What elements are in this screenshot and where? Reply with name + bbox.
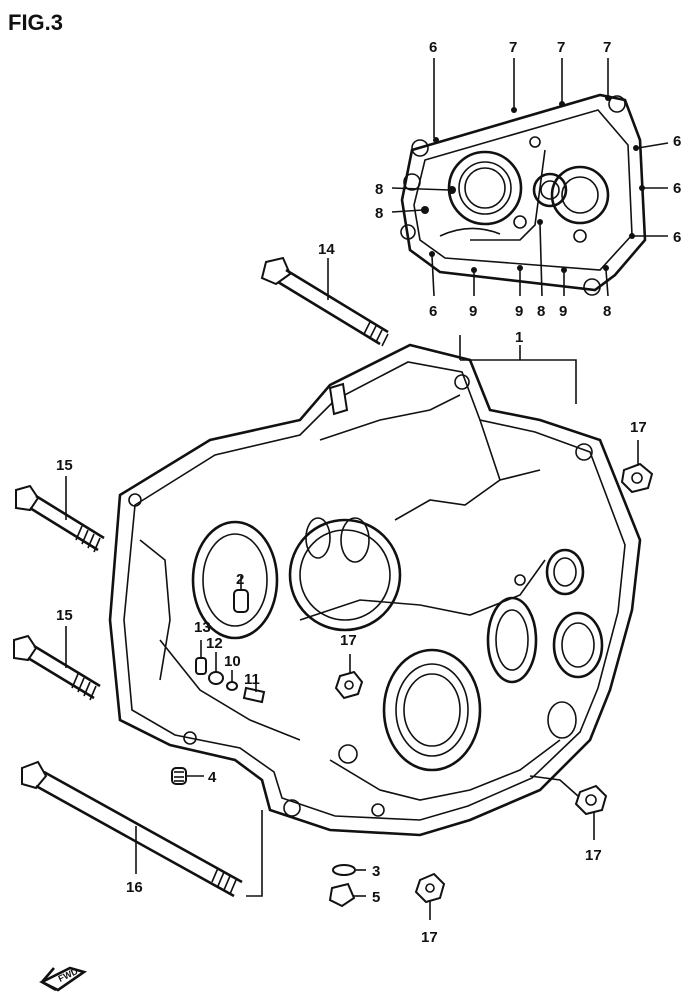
callout-6: 6	[673, 180, 681, 197]
callout-14: 14	[318, 241, 335, 258]
callout-15: 15	[56, 607, 73, 624]
callout-6: 6	[429, 303, 437, 320]
part-1-leader	[459, 335, 577, 404]
callout-17: 17	[421, 929, 438, 946]
callout-9: 9	[469, 303, 477, 320]
small-part-leaders	[215, 652, 233, 682]
callout-17: 17	[630, 419, 647, 436]
callout-9: 9	[515, 303, 523, 320]
callout-3: 3	[372, 863, 380, 880]
nuts-17	[334, 440, 654, 920]
gasket-leader-lines	[391, 58, 669, 297]
callout-9: 9	[559, 303, 567, 320]
long-bolt-16	[21, 760, 263, 898]
stud-bolt-15-upper	[15, 476, 105, 553]
callout-6: 6	[673, 133, 681, 150]
callout-7: 7	[603, 39, 611, 56]
callout-8: 8	[537, 303, 545, 320]
callout-6: 6	[673, 229, 681, 246]
callout-17: 17	[340, 632, 357, 649]
small-parts	[171, 576, 366, 908]
callout-5: 5	[372, 889, 380, 906]
figure-title: FIG.3	[8, 10, 63, 35]
callout-7: 7	[557, 39, 565, 56]
front-direction-arrow: FWD	[39, 966, 87, 992]
gasket-hole-markers	[421, 95, 645, 273]
crankcase-gasket	[400, 93, 647, 296]
callout-8: 8	[375, 181, 383, 198]
callout-7: 7	[509, 39, 517, 56]
stud-bolt-15-lower	[13, 626, 101, 701]
callout-labels: 6 7 7 7 6 6 6 8 8 6 9 9 8 9 8 14 1 17 15…	[56, 39, 681, 946]
callout-15: 15	[56, 457, 73, 474]
callout-2: 2	[236, 571, 244, 588]
callout-16: 16	[126, 879, 143, 896]
callout-12: 12	[206, 635, 223, 652]
callout-8: 8	[603, 303, 611, 320]
callout-6: 6	[429, 39, 437, 56]
callout-8: 8	[375, 205, 383, 222]
crankcase-bolt-14	[260, 256, 389, 347]
callout-4: 4	[208, 769, 217, 786]
callout-13: 13	[194, 619, 211, 636]
callout-10: 10	[224, 653, 241, 670]
crankcase-body	[108, 343, 642, 837]
callout-1: 1	[515, 329, 523, 346]
callout-11: 11	[244, 671, 260, 688]
callout-17: 17	[585, 847, 602, 864]
